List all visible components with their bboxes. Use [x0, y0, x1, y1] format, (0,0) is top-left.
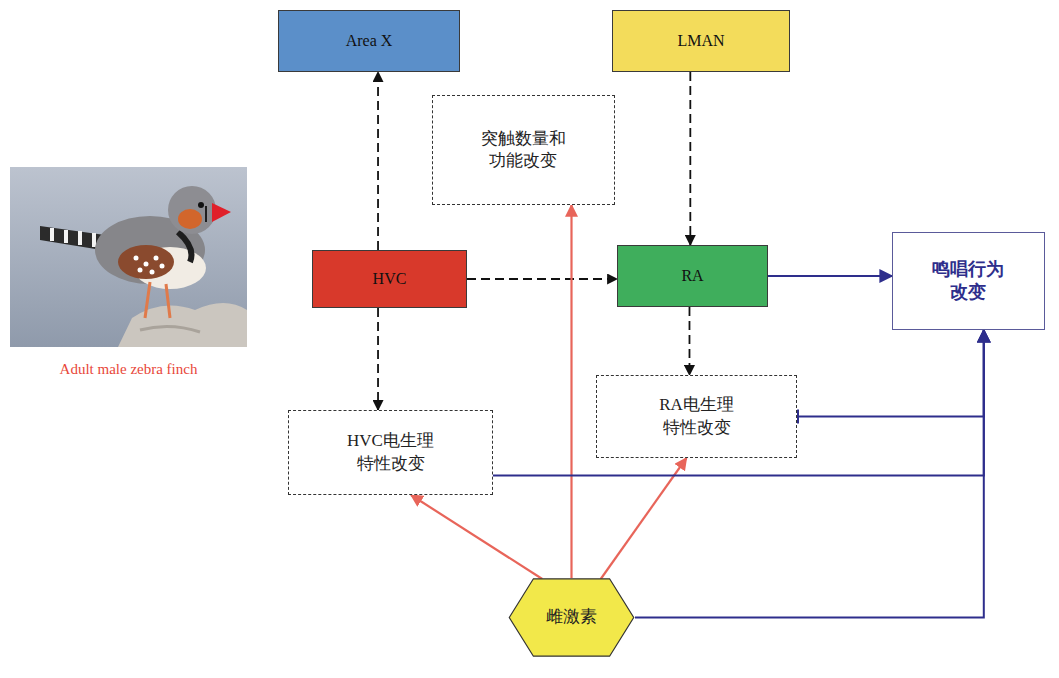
region-box: Area X [278, 10, 460, 72]
node-label: LMAN [677, 31, 724, 52]
node-label: HVC电生理 特性改变 [343, 430, 438, 474]
effect-box: RA电生理 特性改变 [596, 375, 797, 458]
node-label: RA [681, 266, 703, 287]
connector-arrow [689, 307, 691, 375]
connector-arrow [377, 72, 379, 250]
node-label: 雌激素 [546, 606, 597, 628]
effect-box: 突触数量和 功能改变 [432, 95, 615, 205]
node-label: Area X [346, 31, 393, 52]
region-box: HVC [312, 250, 467, 308]
connector-arrow [768, 275, 892, 277]
region-box: LMAN [612, 10, 790, 72]
connector-arrow [689, 72, 691, 245]
connector-arrow [570, 205, 572, 578]
connector-arrow [467, 278, 617, 280]
connector-arrow [411, 495, 542, 579]
zebra-finch-photo [10, 167, 247, 347]
node-label: 突触数量和 功能改变 [478, 128, 570, 172]
hormone-hexagon: 雌激素 [508, 578, 635, 657]
photo-caption: Adult male zebra finch [10, 360, 247, 378]
caption-text: Adult male zebra finch [60, 361, 198, 377]
node-label: RA电生理 特性改变 [654, 394, 739, 438]
effect-box: HVC电生理 特性改变 [288, 410, 493, 495]
node-label: HVC [373, 269, 407, 290]
node-label: 鸣唱行为 改变 [927, 258, 1010, 305]
hexagon-shape [509, 579, 633, 656]
connector-arrow [493, 330, 984, 475]
outcome-box: 鸣唱行为 改变 [892, 232, 1045, 330]
connector-arrow [377, 308, 379, 410]
region-box: RA [617, 245, 768, 307]
connector-arrow [798, 330, 984, 417]
connector-arrow [635, 330, 984, 618]
